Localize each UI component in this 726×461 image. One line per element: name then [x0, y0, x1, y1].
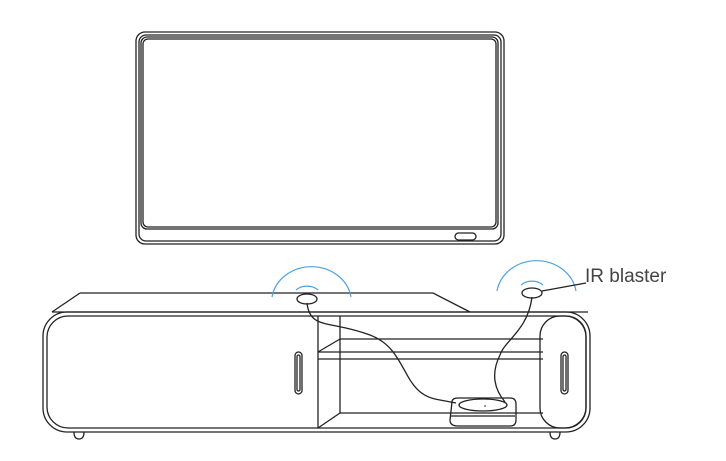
tv-power-button — [454, 232, 477, 241]
ir-blaster-right — [496, 260, 587, 299]
smart-hub — [449, 397, 517, 427]
cables — [306, 296, 533, 404]
label-leader-line — [541, 282, 587, 292]
right-door-handle — [560, 351, 569, 395]
tv-cabinet — [42, 292, 591, 440]
right-door — [539, 315, 587, 429]
television — [135, 31, 505, 245]
open-shelf — [317, 316, 543, 429]
left-door-handle — [294, 351, 303, 395]
ir-blaster-left — [271, 266, 352, 305]
left-door — [294, 316, 319, 428]
foot-left — [73, 431, 85, 440]
ir-blaster-label: IR blaster — [585, 266, 667, 287]
foot-right — [549, 431, 561, 440]
